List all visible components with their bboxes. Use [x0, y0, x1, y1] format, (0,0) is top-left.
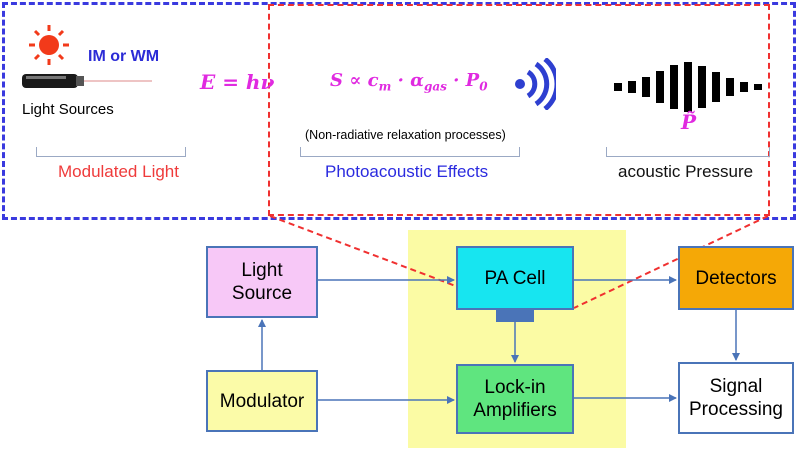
outer-dashed-frame	[2, 2, 796, 220]
sound-wave-icon	[515, 58, 556, 110]
energy-formula: E = hν	[200, 70, 275, 94]
inner-dashed-frame	[268, 4, 770, 216]
im-wm-label: IM or WM	[88, 48, 160, 65]
sun-icon	[29, 25, 69, 65]
formula-sub-zero: 0	[479, 79, 488, 94]
signal-processing-block: Signal Processing	[678, 362, 794, 434]
detectors-label: Detectors	[695, 267, 777, 289]
modulator-label: Modulator	[219, 390, 305, 412]
laser-pointer-icon	[22, 74, 152, 88]
light-sources-label: Light Sources	[22, 101, 114, 118]
formula-part-s: S ∝ c	[330, 70, 379, 91]
modulator-block: Modulator	[206, 370, 318, 432]
signal-formula: S ∝ cm · αgas · P0	[330, 70, 488, 94]
formula-part-p: · P	[446, 70, 480, 91]
pa-cell-label: PA Cell	[484, 267, 546, 289]
modulated-light-bracket	[36, 147, 186, 157]
acoustic-pressure-label: acoustic Pressure	[618, 162, 754, 181]
formula-sub-gas: gas	[423, 79, 447, 94]
photoacoustic-bracket	[300, 147, 520, 157]
signal-processing-label: Signal Processing	[689, 376, 783, 420]
non-radiative-label: (Non-radiative relaxation processes)	[305, 128, 506, 142]
pa-cell-block: PA Cell	[456, 246, 574, 310]
acoustic-pressure-bracket	[606, 147, 770, 157]
detectors-block: Detectors	[678, 246, 794, 310]
light-source-label: Light Source	[231, 260, 293, 304]
formula-part-alpha: · α	[391, 70, 424, 91]
pressure-symbol: P̃	[681, 110, 697, 134]
lock-in-amplifier-block: Lock-in Amplifiers	[456, 364, 574, 434]
acoustic-pulse-icon	[614, 62, 762, 112]
light-source-block: Light Source	[206, 246, 318, 318]
microphone-sensor	[496, 310, 534, 322]
modulated-light-label: Modulated Light	[58, 162, 179, 181]
formula-sub-m: m	[378, 79, 392, 94]
lock-in-label: Lock-in Amplifiers	[473, 377, 557, 421]
photoacoustic-effects-label: Photoacoustic Effects	[325, 162, 489, 181]
